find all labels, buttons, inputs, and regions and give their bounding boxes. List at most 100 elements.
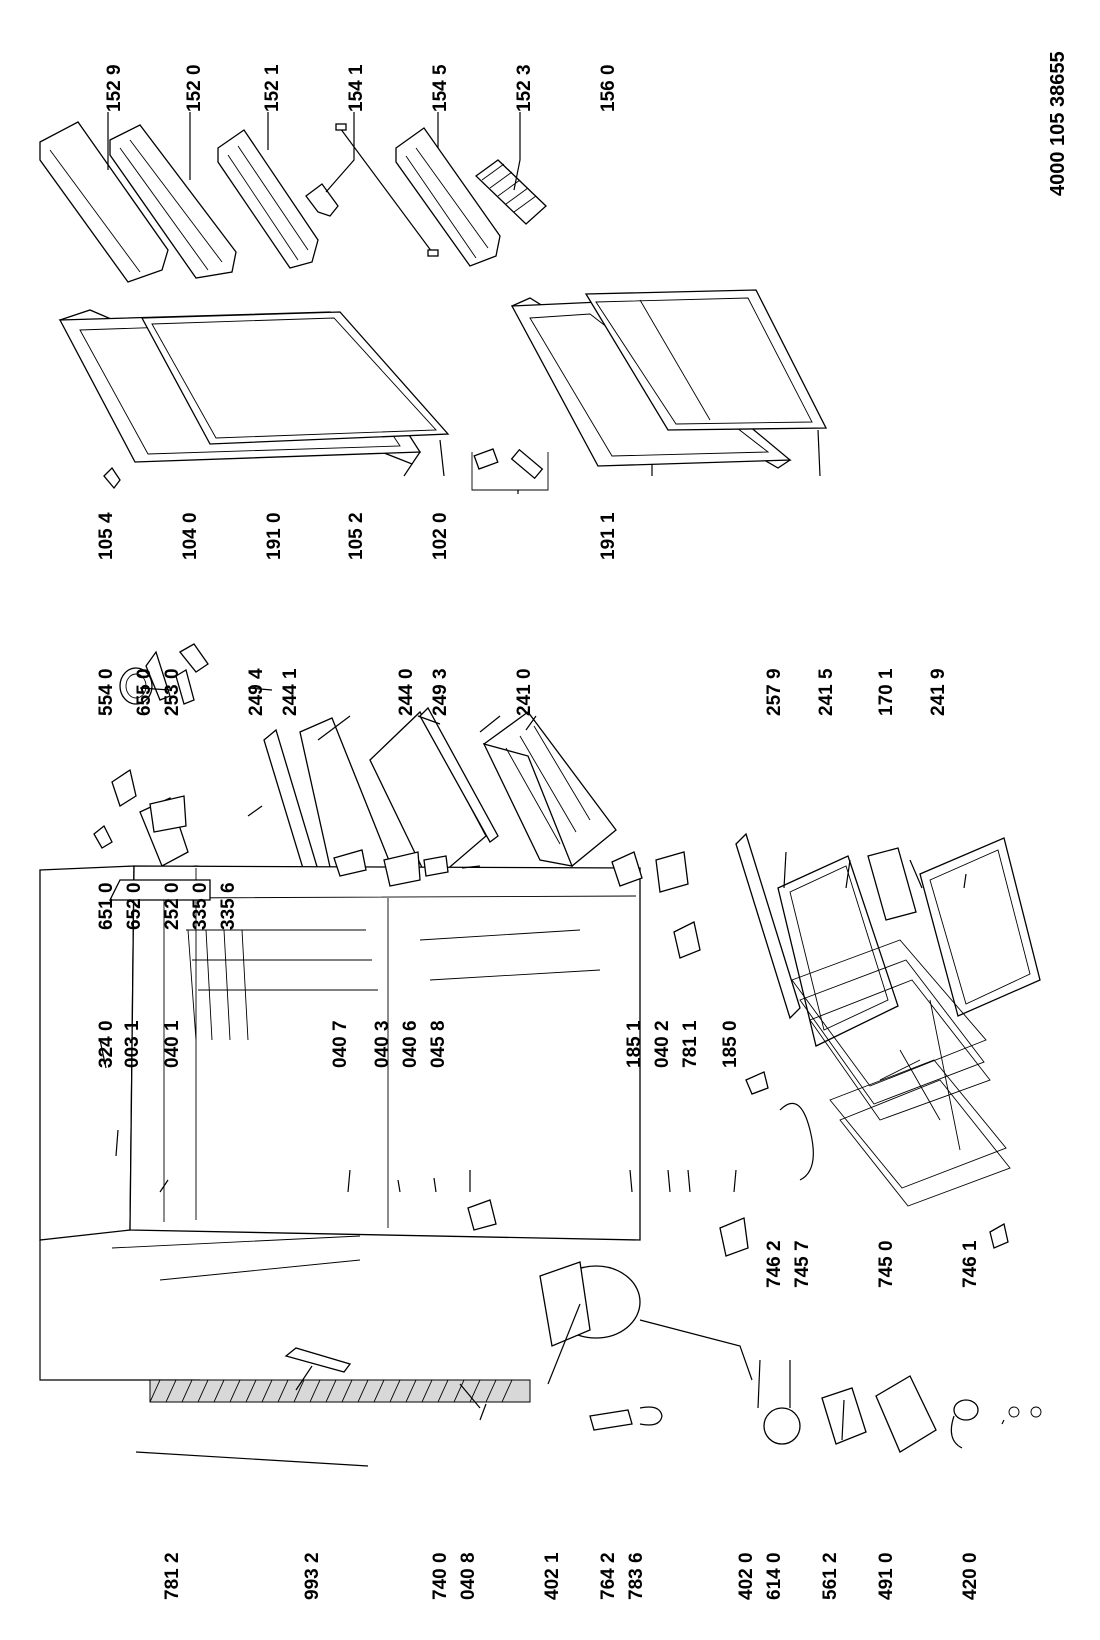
label-1850: 185 0 [720,1020,741,1068]
label-6140: 614 0 [764,1552,785,1600]
drawer-2419 [919,837,1041,1017]
bin-clip-1541 [305,183,339,217]
label-3240: 324 0 [96,1020,117,1068]
label-6550: 655 0 [134,668,155,716]
drawer-cover-1701 [867,847,917,921]
label-3350: 335 0 [190,882,211,930]
leader-lines [99,112,1005,1441]
label-7457: 745 7 [792,1240,813,1288]
label-1851: 185 1 [624,1020,645,1068]
label-2441: 244 1 [280,668,301,716]
label-1541: 154 1 [346,64,367,112]
label-1520: 152 0 [184,64,205,112]
label-7462: 746 2 [764,1240,785,1288]
cabinet-body [39,865,641,1381]
label-2493: 249 3 [430,668,451,716]
label-2530: 253 0 [162,668,183,716]
label-1052: 105 2 [346,512,367,560]
clip-7461 [989,1222,1009,1249]
bracket-1851 [611,851,643,887]
label-0458: 045 8 [428,1020,449,1068]
label-0402: 040 2 [652,1020,673,1068]
label-7642: 764 2 [598,1552,619,1600]
label-0408: 040 8 [458,1552,479,1600]
hinge-parts-040x [333,849,481,887]
door-gasket-1911 [584,289,828,431]
drawer-2415 [777,855,899,1047]
label-0401: 040 1 [162,1020,183,1068]
label-3356: 335 6 [218,882,239,930]
label-7812: 781 2 [162,1552,183,1600]
crisper-2410 [482,711,617,867]
door-bin-1520 [109,124,237,279]
clip-7836 [639,1406,663,1426]
label-1020: 102 0 [430,512,451,560]
compressor-4021 [539,1261,641,1347]
label-2440: 244 0 [396,668,417,716]
label-2520: 252 0 [162,882,183,930]
label-4200: 420 0 [960,1552,981,1600]
label-2410: 241 0 [514,668,535,716]
door-bin-1521 [217,129,319,269]
shelf-trim-2493 [419,706,499,843]
starter-5612 [821,1387,867,1445]
label-2579: 257 9 [764,668,785,716]
label-1545: 154 5 [430,64,451,112]
relay-6140 [763,1407,801,1445]
document-number: 4000 105 38655 [1047,51,1069,196]
label-5540: 554 0 [96,668,117,716]
top-cover-0031 [108,879,211,901]
cover-4910 [875,1375,937,1453]
label-0406: 040 6 [400,1020,421,1068]
bracket-7811 [673,921,701,959]
wire-shelves-7450 [791,939,1011,1207]
part-labels: 152 9 152 0 152 1 154 1 154 5 152 3 156 … [96,51,1069,1600]
label-1523: 152 3 [514,64,535,112]
clip-7462 [745,1071,769,1095]
label-1040: 104 0 [180,512,201,560]
hinge-0402 [655,851,689,893]
label-5612: 561 2 [820,1552,841,1600]
label-7811: 781 1 [680,1020,701,1068]
hinge-0401 [149,795,187,833]
bracket-0408 [467,1199,497,1231]
label-2415: 241 5 [816,668,837,716]
bar-1545 [335,123,439,257]
label-2419: 241 9 [928,668,949,716]
label-1054: 105 4 [96,512,117,560]
bracket-1850 [719,1217,749,1257]
sensor-9932 [284,1347,352,1373]
rod-7812 [135,1451,369,1467]
capacitor-4200 [950,1399,1042,1449]
dryer-7642 [589,1409,633,1431]
condenser-7400 [149,1379,531,1403]
label-4020: 402 0 [736,1552,757,1600]
door-gasket-1910 [140,311,450,445]
label-6520: 652 0 [124,882,145,930]
label-1701: 170 1 [876,668,897,716]
label-6510: 651 0 [96,882,117,930]
hinge-set-1052 [471,448,549,491]
tube-7457 [779,1102,814,1181]
label-1521: 152 1 [262,64,283,112]
rail-2579 [735,832,801,1020]
label-1910: 191 0 [264,512,285,560]
label-1560: 156 0 [598,64,619,112]
door-bin-1529 [39,121,169,283]
label-9932: 993 2 [302,1552,323,1600]
label-7400: 740 0 [430,1552,451,1600]
label-7450: 745 0 [876,1240,897,1288]
label-1911: 191 1 [598,512,619,560]
door-bin-1523 [395,127,501,267]
label-0403: 040 3 [372,1020,393,1068]
egg-tray-1560 [474,159,547,225]
label-1529: 152 9 [104,64,125,112]
label-0407: 040 7 [330,1020,351,1068]
label-4021: 402 1 [542,1552,563,1600]
hinge-cap-1054 [103,466,121,490]
label-2494: 249 4 [246,668,267,716]
label-4910: 491 0 [876,1552,897,1600]
label-7836: 783 6 [626,1552,647,1600]
label-7461: 746 1 [960,1240,981,1288]
